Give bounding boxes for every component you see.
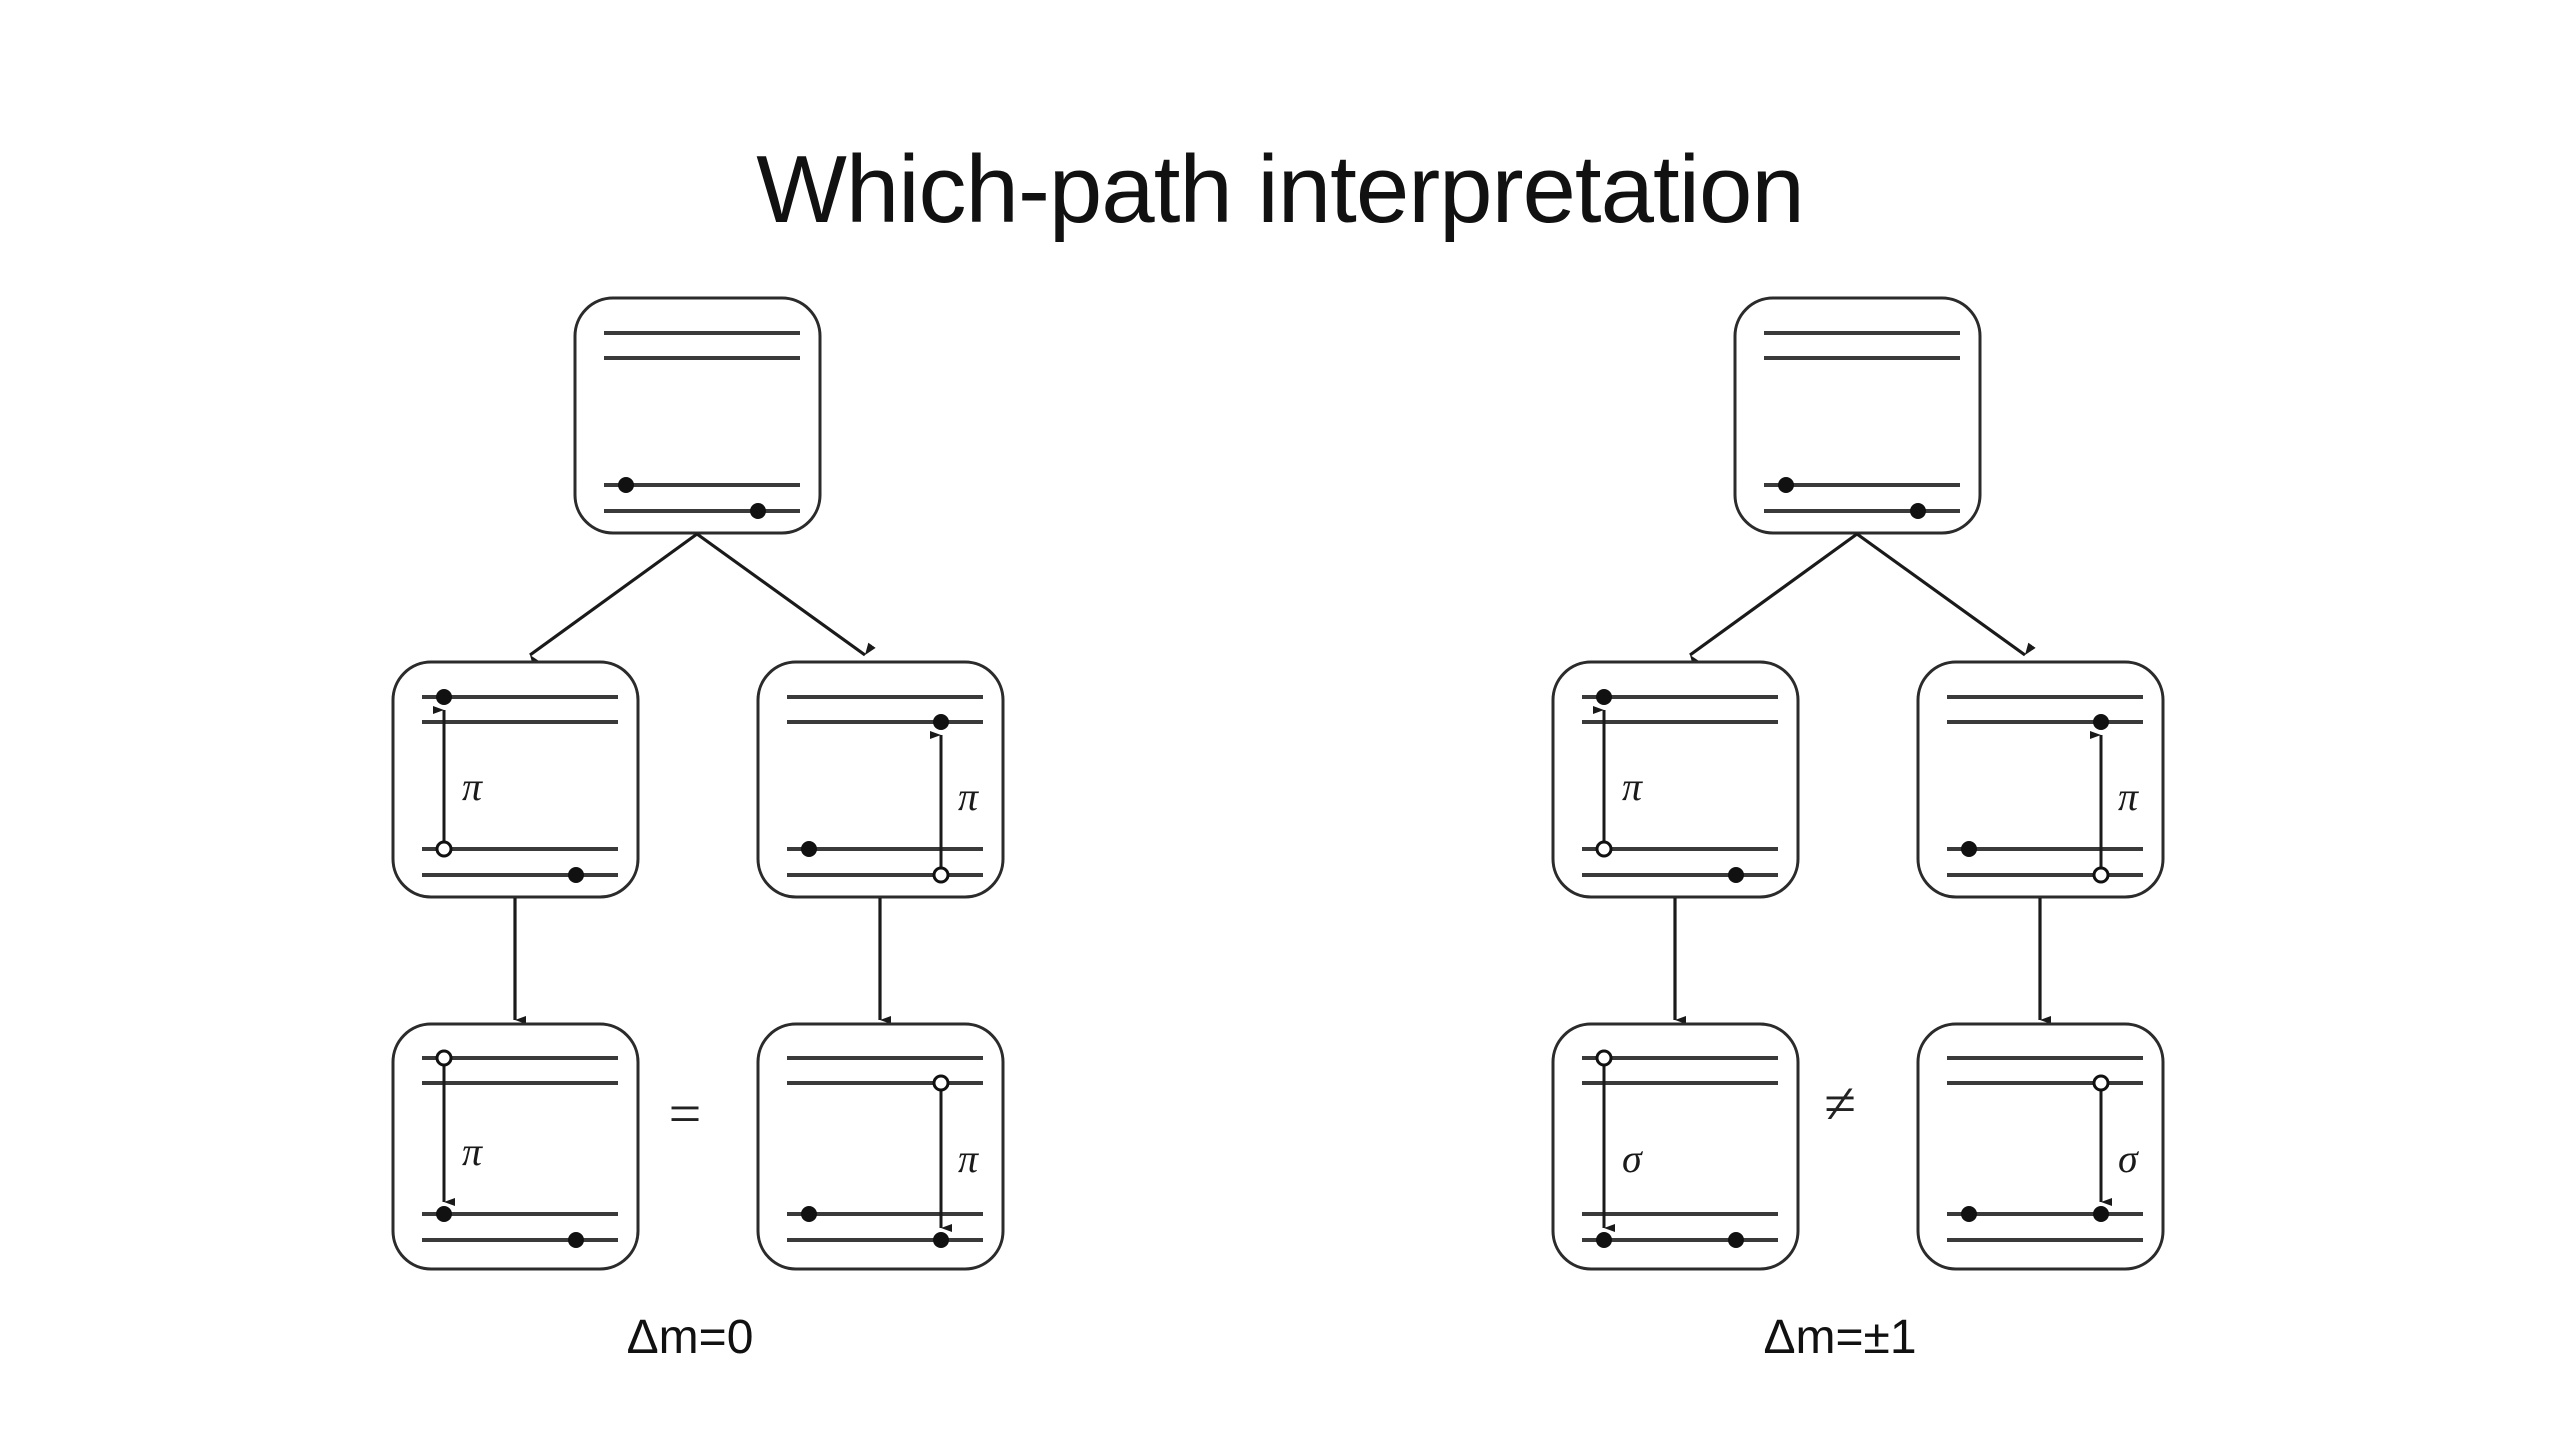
right-group: π π (1551, 296, 2165, 1271)
electron-marker (801, 841, 817, 857)
electron-marker (1728, 867, 1744, 883)
electron-marker (1596, 1232, 1612, 1248)
box-right-bottom-left[interactable]: σ (1551, 1022, 1800, 1271)
box-left-bottom-right[interactable]: π (756, 1022, 1005, 1271)
box-right-bottom-right[interactable]: σ (1916, 1022, 2165, 1271)
hole-marker (1595, 1049, 1613, 1067)
transition-label: π (958, 774, 979, 819)
caption-delta-m-pm-one: Δm=±1 (1763, 1311, 1917, 1364)
box-right-initial[interactable] (1733, 296, 1982, 535)
box-left-bottom-left[interactable]: π (391, 1022, 640, 1271)
transition-label: π (2118, 774, 2139, 819)
hole-marker (2092, 866, 2110, 884)
electron-marker (1961, 841, 1977, 857)
box-right-mid-left[interactable]: π (1551, 660, 1800, 899)
electron-marker (1961, 1206, 1977, 1222)
electron-marker (618, 477, 634, 493)
electron-marker (801, 1206, 817, 1222)
transition-label: π (462, 764, 483, 809)
electron-marker (1778, 477, 1794, 493)
box-left-mid-left[interactable]: π (391, 660, 640, 899)
branch-connector-left (1689, 532, 1858, 668)
hole-marker (932, 866, 950, 884)
transition-label: π (1622, 764, 1643, 809)
transition-label: σ (2118, 1136, 2139, 1181)
electron-marker (1596, 689, 1612, 705)
electron-marker (568, 867, 584, 883)
state-box-outline (1551, 1022, 1800, 1271)
branch-connector-right (696, 532, 876, 657)
electron-marker (933, 714, 949, 730)
electron-marker (1728, 1232, 1744, 1248)
box-left-initial[interactable] (573, 296, 822, 535)
relation-symbol-equals: = (668, 1081, 702, 1146)
electron-marker (436, 1206, 452, 1222)
branch-connector-right (1856, 532, 2036, 657)
electron-marker (750, 503, 766, 519)
state-box-outline (391, 1022, 640, 1271)
electron-marker (2093, 1206, 2109, 1222)
left-group: π π (391, 296, 1005, 1271)
caption-delta-m-zero: Δm=0 (626, 1311, 754, 1364)
branch-connector-left (529, 532, 698, 668)
box-left-mid-right[interactable]: π (756, 660, 1005, 899)
electron-marker (933, 1232, 949, 1248)
page-title: Which-path interpretation (756, 136, 1805, 243)
electron-marker (568, 1232, 584, 1248)
transition-label: σ (1622, 1136, 1643, 1181)
box-right-mid-right[interactable]: π (1916, 660, 2165, 899)
transition-label: π (462, 1129, 483, 1174)
relation-symbol-not-equals: ≠ (1824, 1071, 1856, 1136)
hole-marker (435, 840, 453, 858)
hole-marker (435, 1049, 453, 1067)
hole-marker (2092, 1074, 2110, 1092)
electron-marker (1910, 503, 1926, 519)
electron-marker (436, 689, 452, 705)
electron-marker (2093, 714, 2109, 730)
transition-label: π (958, 1136, 979, 1181)
hole-marker (932, 1074, 950, 1092)
hole-marker (1595, 840, 1613, 858)
